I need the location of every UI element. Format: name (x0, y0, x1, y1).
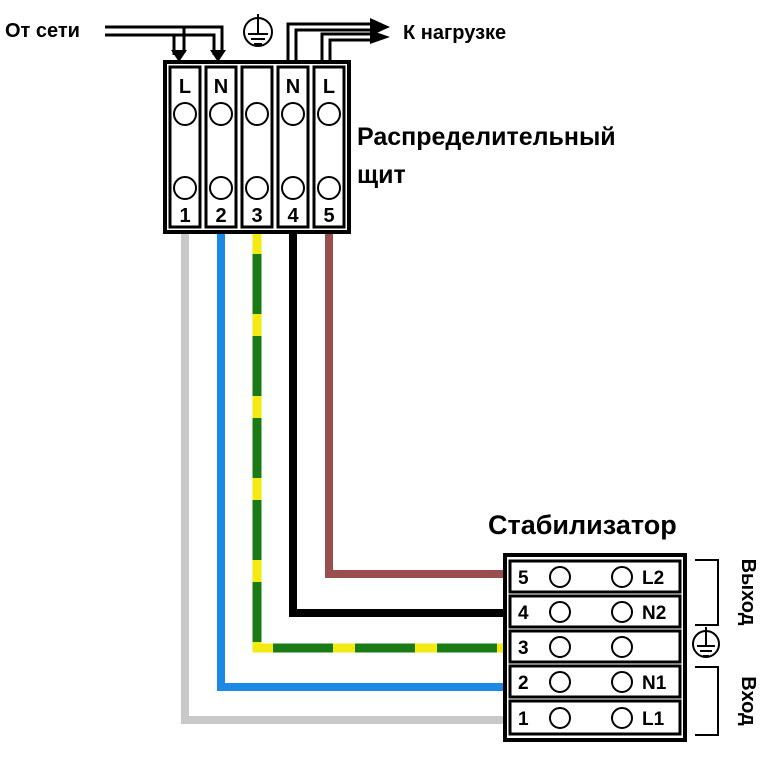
wires (181, 232, 505, 724)
wire-5 (325, 232, 505, 578)
screw-icon (173, 102, 197, 126)
arrow-right-icon (370, 30, 390, 44)
screw-icon (281, 102, 305, 126)
panel-terminal-number: 1 (179, 205, 190, 227)
to-load-label: К нагрузке (403, 22, 506, 44)
arrow-right-icon (370, 18, 390, 36)
stabilizer-row (508, 594, 682, 629)
ground-icon (692, 627, 720, 658)
panel-terminal-number: 5 (323, 205, 334, 227)
stabilizer-row-label: N2 (642, 603, 666, 624)
screw-icon (317, 176, 341, 200)
stabilizer-row-number: 2 (518, 673, 529, 694)
screw-icon (281, 176, 305, 200)
screw-icon (549, 636, 571, 658)
panel-terminal-top-label: N (286, 76, 300, 98)
screw-icon (611, 601, 633, 623)
stabilizer-row (508, 664, 682, 699)
stabilizer-title: Стабилизатор (488, 510, 677, 540)
terminal-block (204, 65, 238, 229)
stabilizer-row-number: 1 (518, 709, 529, 730)
from-grid-arrows (105, 25, 224, 55)
wire-2 (217, 232, 505, 691)
screw-icon (209, 176, 233, 200)
panel-terminal-number: 3 (251, 205, 262, 227)
ground-icon (243, 14, 273, 47)
screw-icon (317, 102, 341, 126)
screw-icon (209, 102, 233, 126)
screw-icon (611, 566, 633, 588)
screw-icon (611, 636, 633, 658)
terminal-block (168, 65, 202, 229)
panel-terminal-top-label: L (323, 76, 335, 98)
brackets (695, 559, 719, 736)
stabilizer-row (508, 559, 682, 594)
terminal-block (276, 65, 310, 229)
arrow-down-icon (171, 50, 187, 62)
panel-title-line2: щит (357, 161, 406, 189)
to-load-arrowheads (370, 18, 390, 44)
panel-terminal-top-label: L (179, 76, 191, 98)
stabilizer-row-label: N1 (642, 673, 667, 694)
stabilizer-row (508, 699, 682, 736)
output-label: Выход (737, 559, 759, 626)
from-grid-arrowheads (171, 50, 226, 62)
screw-icon (549, 601, 571, 623)
stabilizer-row-number: 3 (518, 638, 529, 659)
terminal-block (312, 65, 346, 229)
panel-terminal-number: 2 (215, 205, 226, 227)
stabilizer-row-number: 4 (518, 603, 529, 624)
distribution-panel: L N N L 1 2 3 4 5 (163, 60, 351, 234)
stabilizer-row (508, 629, 682, 664)
screw-icon (611, 707, 633, 729)
input-label: Вход (737, 676, 759, 726)
from-grid-label: От сети (5, 20, 80, 42)
to-load-arrows (286, 22, 375, 62)
screw-icon (245, 102, 269, 126)
wire-1 (181, 232, 505, 724)
stabilizer-row-label: L2 (642, 568, 664, 589)
stabilizer-row-number: 5 (518, 568, 529, 589)
screw-icon (549, 671, 571, 693)
stabilizer: 5 4 3 2 1 L2 N2 N1 L1 (503, 553, 687, 742)
screw-icon (245, 176, 269, 200)
wire-3-stripe (252, 232, 505, 653)
terminal-block (240, 65, 274, 229)
screw-icon (549, 707, 571, 729)
arrow-down-icon (210, 50, 226, 62)
screw-icon (611, 671, 633, 693)
screw-icon (549, 566, 571, 588)
stabilizer-row-label: L1 (642, 709, 665, 730)
wire-4 (289, 232, 505, 617)
panel-terminal-number: 4 (287, 205, 299, 227)
panel-terminal-top-label: N (214, 76, 228, 98)
screw-icon (173, 176, 197, 200)
panel-title-line1: Распределительный (357, 123, 616, 151)
output-bracket (695, 559, 719, 626)
input-bracket (695, 666, 719, 736)
